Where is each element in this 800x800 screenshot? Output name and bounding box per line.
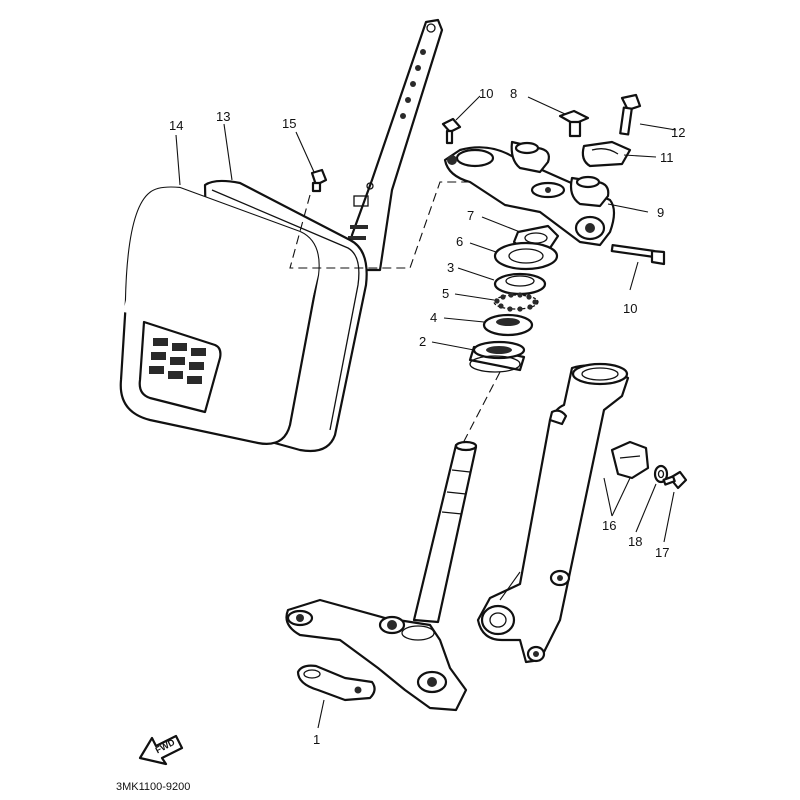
bolt-10-top [441,117,462,145]
drawing-code: 3MK1100-9200 [116,781,190,793]
callout-10-lower: 10 [623,301,637,316]
callout-13: 13 [216,109,230,124]
under-bracket [285,598,468,712]
callout-2: 2 [419,334,426,349]
callout-5: 5 [442,286,449,301]
vent-grille [149,338,206,384]
callouts: 14 13 15 10 8 12 11 9 7 6 3 5 4 2 10 16 … [169,86,685,747]
bolt-10-lower [610,244,666,266]
callout-9: 9 [657,205,664,220]
callout-18: 18 [628,534,642,549]
upper-bracket [443,140,616,247]
washer [493,241,559,271]
cable-guide [296,664,376,702]
front-fork [476,362,630,664]
callout-16: 16 [602,518,616,533]
bolt-17 [662,470,688,490]
washer-18 [653,464,669,484]
screw-15 [310,168,328,193]
steering-stem [412,440,478,624]
bolt-8 [558,109,590,138]
fwd-arrow: FWD [138,734,184,766]
bolt-12 [619,93,642,136]
callout-12: 12 [671,125,685,140]
headlight-stay [346,18,444,272]
callout-4: 4 [430,310,437,325]
callout-1: 1 [313,732,320,747]
headlight-lens [119,186,320,445]
callout-6: 6 [456,234,463,249]
callout-17: 17 [655,545,669,560]
callout-10-top: 10 [479,86,493,101]
bearing-race-lower [482,313,534,337]
callout-3: 3 [447,260,454,275]
hose-clip [610,440,650,480]
bearing-race-upper [493,272,547,296]
callout-8: 8 [510,86,517,101]
callout-14: 14 [169,118,183,133]
callout-11: 11 [660,150,674,165]
ball-bearings [493,292,539,312]
callout-7: 7 [467,208,474,223]
callout-15: 15 [282,116,296,131]
tapered-bearing [468,340,526,373]
handlebar-clamp [581,140,632,168]
leader-lines [175,95,677,729]
